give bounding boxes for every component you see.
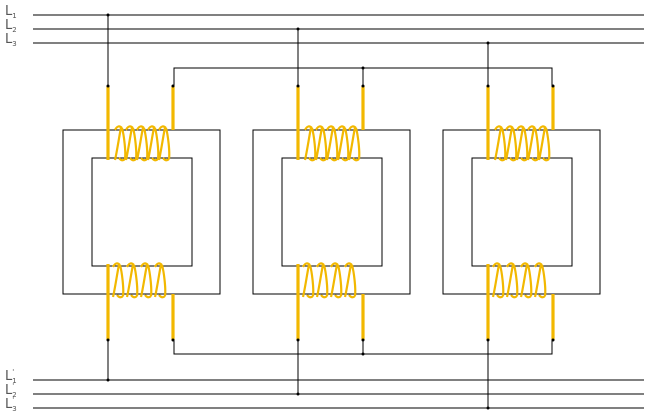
terminal-dot bbox=[361, 338, 365, 342]
label-l1: L1 bbox=[5, 4, 17, 20]
transformers bbox=[62, 84, 601, 342]
core-outer bbox=[442, 129, 601, 295]
core-outer bbox=[62, 129, 221, 295]
top-star-point-wire bbox=[173, 67, 553, 86]
phase-connections bbox=[107, 15, 489, 408]
junction-dot bbox=[361, 66, 365, 70]
junction-dot bbox=[296, 27, 300, 31]
terminal-dot bbox=[171, 338, 175, 342]
core-window bbox=[471, 157, 573, 267]
label-l2-prime: L'2 bbox=[5, 382, 17, 399]
core-window bbox=[281, 157, 383, 267]
label-l3: L3 bbox=[5, 32, 17, 48]
transformer-phase-2 bbox=[252, 84, 411, 342]
terminal-dot bbox=[551, 84, 555, 88]
junction-dot bbox=[486, 41, 490, 45]
core-outer bbox=[252, 129, 411, 295]
transformer-phase-1 bbox=[62, 84, 221, 342]
secondary-winding bbox=[111, 262, 167, 299]
terminal-dot bbox=[486, 338, 490, 342]
terminal-dot bbox=[486, 84, 490, 88]
secondary-labels: L'1 L'2 L'3 bbox=[5, 368, 17, 413]
terminal-dot bbox=[296, 84, 300, 88]
terminal-dot bbox=[551, 338, 555, 342]
bottom-star-point-wire bbox=[173, 340, 553, 355]
label-l3-prime: L'3 bbox=[5, 396, 17, 413]
primary-labels: L1 L2 L3 bbox=[5, 4, 17, 48]
core-window bbox=[91, 157, 193, 267]
primary-winding bbox=[303, 125, 361, 162]
junction-dot bbox=[296, 392, 300, 396]
secondary-bus bbox=[33, 379, 644, 409]
junction-dot bbox=[106, 13, 110, 17]
primary-winding bbox=[493, 125, 551, 162]
terminal-dot bbox=[106, 338, 110, 342]
label-l2: L2 bbox=[5, 18, 17, 34]
transformer-phase-3 bbox=[442, 84, 601, 342]
primary-bus bbox=[33, 14, 644, 44]
junctions bbox=[106, 13, 490, 410]
junction-dot bbox=[486, 406, 490, 410]
terminal-dot bbox=[171, 84, 175, 88]
junction-dot bbox=[361, 352, 365, 356]
label-l1-prime: L'1 bbox=[5, 368, 17, 385]
terminal-dot bbox=[361, 84, 365, 88]
terminal-dot bbox=[106, 84, 110, 88]
primary-winding bbox=[113, 125, 171, 162]
terminal-dot bbox=[296, 338, 300, 342]
secondary-winding bbox=[491, 262, 547, 299]
secondary-winding bbox=[301, 262, 357, 299]
junction-dot bbox=[106, 378, 110, 382]
